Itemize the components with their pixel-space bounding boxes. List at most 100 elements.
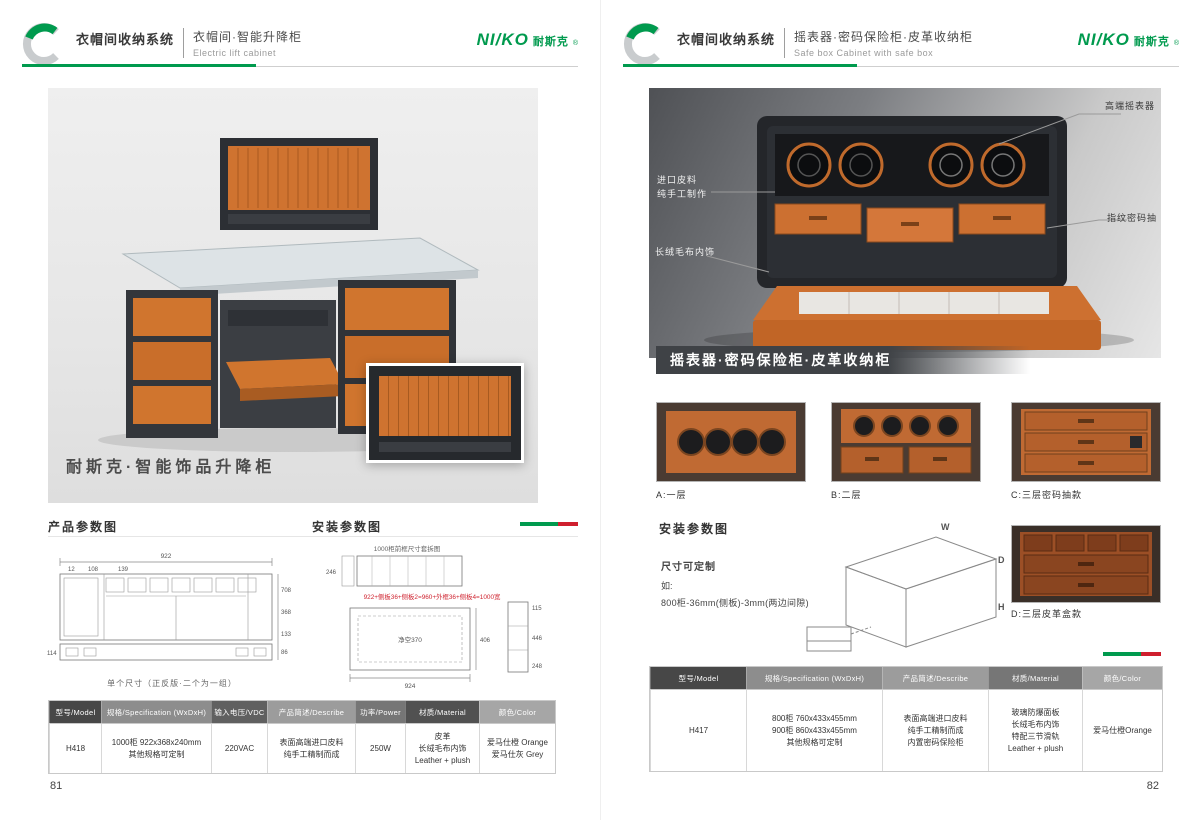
- install-note-line1: 尺寸可定制: [661, 562, 716, 573]
- col-header-spec: 规格/Specification (WxDxH): [746, 667, 882, 689]
- col-header-voltage: 输入电压/VDC: [211, 701, 267, 723]
- variant-a-label: A:一层: [656, 490, 687, 500]
- brand-logo: NI/KO 耐斯克 ®: [477, 30, 578, 50]
- product-title: 衣帽间·智能升降柜: [193, 30, 303, 44]
- accent-bars: [520, 522, 578, 526]
- detail-inset-photo: [366, 363, 524, 463]
- install-drawing-title: 1000柜前框尺寸套拆图: [374, 544, 440, 553]
- dim-924: 924: [405, 683, 416, 690]
- brand-logo-en: NI/KO: [1077, 30, 1130, 49]
- section-rule: [48, 536, 578, 537]
- dim-left: 114: [47, 651, 57, 657]
- col-header-material: 材质/Material: [988, 667, 1082, 689]
- safe-cabinet-illustration: [704, 113, 1134, 352]
- col-header-model: 型号/Model: [650, 667, 746, 689]
- brand-reg-mark: ®: [572, 40, 578, 47]
- brand-logo-cn: 耐斯克: [1133, 36, 1170, 48]
- product-subtitle-en: Electric lift cabinet: [193, 48, 277, 58]
- cell-material: 皮革 长绒毛布内饰 Leather + plush: [405, 723, 479, 773]
- watch-winder-dials: [786, 142, 1026, 188]
- product-title-block: 衣帽间·智能升降柜 Electric lift cabinet: [183, 28, 302, 58]
- dim-246: 246: [326, 570, 337, 576]
- spec-table: 型号/Model 规格/Specification (WxDxH) 产品简述/D…: [649, 666, 1163, 772]
- cell-spec: 1000柜 922x368x240mm 其他规格可定制: [101, 723, 211, 773]
- inset-base: [379, 442, 511, 452]
- axis-label-h: H: [998, 602, 1005, 612]
- dim-406: 406: [480, 638, 491, 644]
- dim-h2: 368: [281, 610, 292, 616]
- page-header: 衣帽间收纳系统 摇表器·密码保险柜·皮革收纳柜 Safe box Cabinet…: [623, 23, 1179, 65]
- inset-leather-panel: [379, 376, 511, 436]
- callout-fingerprint: 指纹密码抽: [1106, 213, 1157, 223]
- callout-winder: 高端摇表器: [1104, 101, 1155, 111]
- spec-table: 型号/Model 规格/Specification (WxDxH) 输入电压/V…: [48, 700, 556, 774]
- header-rule: [623, 64, 1179, 67]
- product-photo-lift-cabinet: 耐斯克·智能饰品升降柜: [48, 88, 538, 503]
- callout-plush: 长绒毛布内饰: [655, 247, 716, 257]
- product-subtitle-en: Safe box Cabinet with safe box: [794, 48, 934, 58]
- cell-spec: 800柜 760x433x455mm 900柜 860x433x455mm 其他…: [746, 689, 882, 771]
- variant-d-label: D:三层皮革盒款: [1011, 609, 1083, 619]
- isometric-cabinet-drawing: W D H: [806, 522, 1005, 652]
- dim-h1: 708: [281, 588, 292, 594]
- brand-logo: NI/KO 耐斯克 ®: [1078, 30, 1179, 50]
- col-header-material: 材质/Material: [405, 701, 479, 723]
- variant-a-thumb: [656, 402, 806, 482]
- clearance-label: 净空370: [398, 635, 422, 644]
- page-81: 衣帽间收纳系统 衣帽间·智能升降柜 Electric lift cabinet …: [22, 23, 578, 792]
- brand-logo-en: NI/KO: [476, 30, 529, 49]
- section-title-install-params: 安装参数图: [312, 520, 383, 534]
- product-photo-safe-cabinet: 高端摇表器 进口皮料 纯手工制作 指纹密码抽 长绒毛布内饰: [649, 88, 1161, 358]
- front-drawing-caption: 单个尺寸（正反版·二个为一组）: [107, 679, 237, 688]
- dim-h3: 133: [281, 632, 292, 638]
- cell-material: 玻璃防爆面板 长绒毛布内饰 特配三节滑轨 Leather + plush: [988, 689, 1082, 771]
- section-title-product-params: 产品参数图: [48, 520, 119, 534]
- brand-c-icon: [22, 23, 59, 65]
- page-number: 82: [1146, 780, 1159, 792]
- series-title: 衣帽间收纳系统: [76, 32, 175, 47]
- col-header-spec: 规格/Specification (WxDxH): [101, 701, 211, 723]
- dim-115: 115: [532, 606, 542, 612]
- dim-total-width: 922: [161, 553, 172, 560]
- dim-h4: 86: [281, 650, 288, 656]
- cell-model: H417: [650, 689, 746, 771]
- photo-caption: 耐斯克·智能饰品升降柜: [66, 459, 276, 476]
- product-title: 摇表器·密码保险柜·皮革收纳柜: [794, 30, 974, 44]
- col-header-color: 颜色/Color: [479, 701, 555, 723]
- cell-model: H418: [49, 723, 101, 773]
- section-title-install-params: 安装参数图: [659, 522, 730, 536]
- callout-leather: 进口皮料 纯手工制作: [657, 175, 708, 199]
- install-notes: 尺寸可定制 如: 800柜-36mm(侧板)-3mm(两边间隙): [661, 558, 809, 609]
- series-title: 衣帽间收纳系统: [677, 32, 776, 47]
- variant-b-thumb: [831, 402, 981, 482]
- col-header-color: 颜色/Color: [1082, 667, 1162, 689]
- lift-cabinet-illustration: [98, 138, 488, 452]
- dim-c: 139: [118, 567, 129, 573]
- product-title-block: 摇表器·密码保险柜·皮革收纳柜 Safe box Cabinet with sa…: [784, 28, 973, 58]
- cell-describe: 表面高端进口皮料 纯手工精制而成 内置密码保险柜: [882, 689, 988, 771]
- product-banner: 摇表器·密码保险柜·皮革收纳柜: [656, 346, 1030, 374]
- page-82: 衣帽间收纳系统 摇表器·密码保险柜·皮革收纳柜 Safe box Cabinet…: [600, 0, 1200, 820]
- cell-color: 爱马仕橙 Orange 爱马仕灰 Grey: [479, 723, 555, 773]
- axis-label-d: D: [998, 555, 1005, 565]
- page-header: 衣帽间收纳系统 衣帽间·智能升降柜 Electric lift cabinet …: [22, 23, 578, 65]
- col-header-describe: 产品简述/Describe: [882, 667, 988, 689]
- installation-drawing: 1000柜前框尺寸套拆图 246 922+侧板36+侧板2=960+外框36+侧…: [326, 544, 543, 690]
- install-note-line2: 如:: [661, 581, 673, 591]
- col-header-describe: 产品简述/Describe: [267, 701, 355, 723]
- header-rule: [22, 64, 578, 67]
- cell-color: 爱马仕橙Orange: [1082, 689, 1162, 771]
- variant-d-thumb: [1011, 525, 1161, 603]
- brand-logo-cn: 耐斯克: [532, 36, 569, 48]
- axis-label-w: W: [941, 522, 950, 532]
- col-header-power: 功率/Power: [355, 701, 405, 723]
- brand-c-icon: [623, 23, 660, 65]
- dim-a: 12: [68, 567, 75, 573]
- variant-c-thumb: [1011, 402, 1161, 482]
- accent-bars: [1103, 652, 1161, 656]
- cell-voltage: 220VAC: [211, 723, 267, 773]
- header-title-block: 衣帽间收纳系统 摇表器·密码保险柜·皮革收纳柜 Safe box Cabinet…: [677, 28, 973, 58]
- dim-b: 108: [88, 567, 99, 573]
- front-elevation-drawing: 922 12 108 139 708 368 133: [47, 553, 292, 661]
